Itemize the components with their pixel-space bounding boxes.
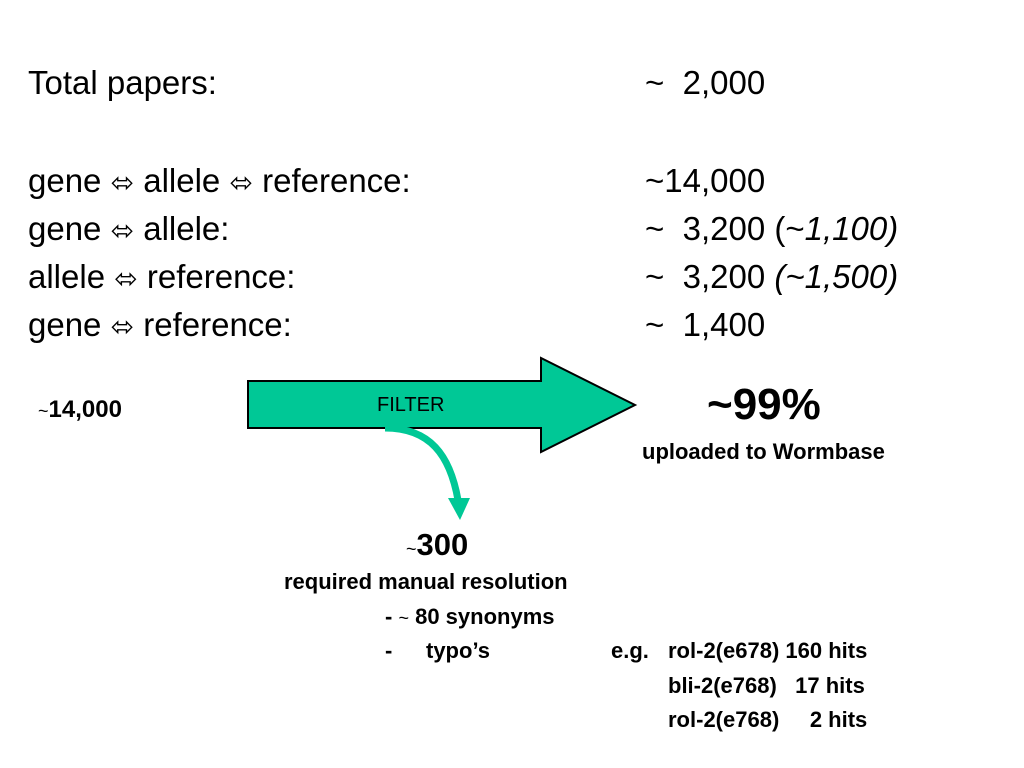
- result-percent: ~99%: [707, 380, 821, 429]
- typos-label: typo’s: [426, 638, 490, 663]
- row-gene-allele: gene ⬄ allele:: [28, 210, 230, 247]
- branch-arrow-curve: [384, 424, 462, 501]
- example-line: rol-2(e768) 2 hits: [668, 707, 868, 732]
- row-gene-reference-value: ~ 1,400: [645, 306, 766, 343]
- row-gene-allele-value: ~ 3,200 (~1,100): [645, 210, 899, 247]
- filter-arrow: [247, 356, 638, 454]
- manual-label: required manual resolution: [284, 569, 568, 594]
- example-line: bli-2(e768) 17 hits: [668, 673, 865, 698]
- total-papers-label: Total papers:: [28, 64, 217, 101]
- branch-arrowhead: [448, 498, 470, 520]
- filter-label: FILTER: [377, 394, 445, 416]
- row-allele-reference: allele ⬄ reference:: [28, 258, 296, 295]
- double-arrow-icon: ⬄: [110, 214, 135, 247]
- row-allele-reference-value: ~ 3,200 (~1,500): [645, 258, 899, 295]
- synonyms-line: - ~ 80 synonyms: [385, 604, 555, 629]
- double-arrow-icon: ⬄: [229, 166, 253, 199]
- result-label: uploaded to Wormbase: [642, 439, 885, 464]
- tilde: ~: [645, 64, 665, 101]
- typos-dash: -: [385, 638, 393, 663]
- total-papers-value: ~ 2,000: [645, 64, 765, 102]
- input-count: ~14,000: [38, 396, 122, 423]
- row-gene-allele-reference: gene ⬄ allele ⬄ reference:: [28, 162, 411, 199]
- double-arrow-icon: ⬄: [110, 166, 135, 199]
- row-gene-reference: gene ⬄ reference:: [28, 306, 292, 343]
- double-arrow-icon: ⬄: [114, 262, 138, 295]
- total-papers-number: 2,000: [682, 64, 766, 101]
- double-arrow-icon: ⬄: [110, 310, 135, 343]
- manual-count: ~300: [406, 527, 469, 562]
- example-prefix: e.g.: [611, 638, 649, 663]
- row-gene-allele-reference-value: ~14,000: [645, 162, 766, 199]
- example-line: rol-2(e678) 160 hits: [668, 638, 868, 663]
